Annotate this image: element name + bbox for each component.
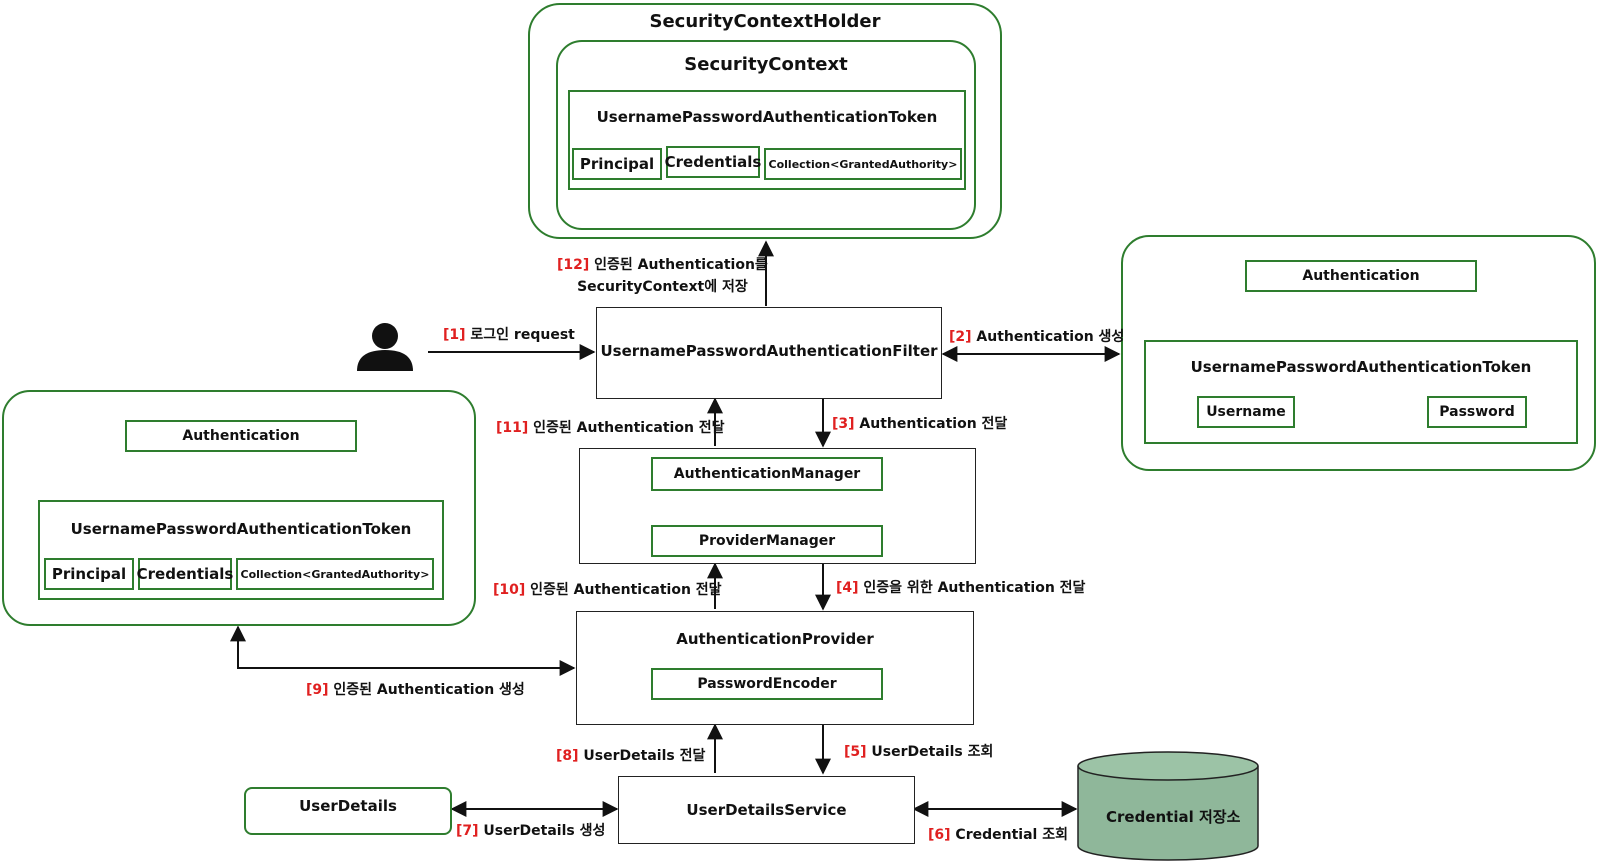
context-field-credentials: Credentials bbox=[665, 146, 761, 178]
step-6-label: [6] Credential 조회 bbox=[928, 827, 1068, 843]
authentication-filter: UsernamePasswordAuthenticationFilter bbox=[596, 307, 942, 399]
left-token-box: UsernamePasswordAuthenticationToken Prin… bbox=[38, 500, 444, 600]
right-field-username: Username bbox=[1197, 396, 1295, 428]
security-context-title: SecurityContext bbox=[684, 54, 848, 75]
password-encoder: PasswordEncoder bbox=[651, 668, 883, 700]
step-11-label: [11] 인증된 Authentication 전달 bbox=[496, 420, 725, 436]
step-3-label: [3] Authentication 전달 bbox=[832, 416, 1008, 432]
step-1-label: [1] 로그인 request bbox=[443, 327, 575, 343]
right-token-title: UsernamePasswordAuthenticationToken bbox=[1190, 358, 1532, 376]
security-context: SecurityContext UsernamePasswordAuthenti… bbox=[556, 40, 976, 230]
security-context-holder-title: SecurityContextHolder bbox=[649, 11, 881, 32]
step-5-label: [5] UserDetails 조회 bbox=[844, 744, 994, 760]
authentication-provider: AuthenticationProvider PasswordEncoder bbox=[576, 611, 974, 725]
authentication-provider-title: AuthenticationProvider bbox=[676, 630, 874, 648]
arrow-create-authenticated bbox=[230, 625, 576, 676]
step-2-label: [2] Authentication 생성 bbox=[949, 329, 1125, 345]
credential-store-cylinder bbox=[1077, 751, 1259, 861]
left-field-principal: Principal bbox=[44, 558, 134, 590]
context-field-principal: Principal bbox=[572, 148, 662, 180]
context-field-authorities: Collection<GrantedAuthority> bbox=[764, 148, 962, 180]
context-token-title: UsernamePasswordAuthenticationToken bbox=[596, 108, 938, 126]
step-8-label: [8] UserDetails 전달 bbox=[556, 748, 706, 764]
right-token-box: UsernamePasswordAuthenticationToken User… bbox=[1144, 340, 1578, 444]
user-details: UserDetails bbox=[244, 787, 452, 835]
authentication-filter-label: UsernamePasswordAuthenticationFilter bbox=[600, 342, 938, 360]
user-details-label: UserDetails bbox=[299, 797, 397, 815]
left-token-title: UsernamePasswordAuthenticationToken bbox=[70, 520, 412, 538]
user-details-service: UserDetailsService bbox=[618, 776, 915, 844]
user-details-service-label: UserDetailsService bbox=[686, 801, 847, 819]
step-7-label: [7] UserDetails 생성 bbox=[456, 823, 606, 839]
step-9-label: [9] 인증된 Authentication 생성 bbox=[306, 682, 525, 698]
right-authentication: Authentication bbox=[1245, 260, 1477, 292]
provider-manager: ProviderManager bbox=[651, 525, 883, 557]
context-token-box: UsernamePasswordAuthenticationToken Prin… bbox=[568, 90, 966, 190]
step-10-label: [10] 인증된 Authentication 전달 bbox=[493, 582, 722, 598]
left-panel: Authentication UsernamePasswordAuthentic… bbox=[2, 390, 476, 626]
right-panel: Authentication UsernamePasswordAuthentic… bbox=[1121, 235, 1596, 471]
user-icon bbox=[357, 323, 413, 371]
step-4-label: [4] 인증을 위한 Authentication 전달 bbox=[836, 580, 1086, 596]
right-field-password: Password bbox=[1427, 396, 1527, 428]
step-12-label: [12] 인증된 Authentication를 SecurityContext… bbox=[557, 257, 768, 295]
left-field-authorities: Collection<GrantedAuthority> bbox=[236, 558, 434, 590]
authentication-manager: AuthenticationManager bbox=[651, 457, 883, 491]
manager-box: AuthenticationManager ProviderManager bbox=[579, 448, 976, 564]
security-context-holder: SecurityContextHolder SecurityContext Us… bbox=[528, 3, 1002, 239]
left-authentication: Authentication bbox=[125, 420, 357, 452]
left-field-credentials: Credentials bbox=[137, 558, 233, 590]
credential-store-label: Credential 저장소 bbox=[1106, 808, 1241, 826]
